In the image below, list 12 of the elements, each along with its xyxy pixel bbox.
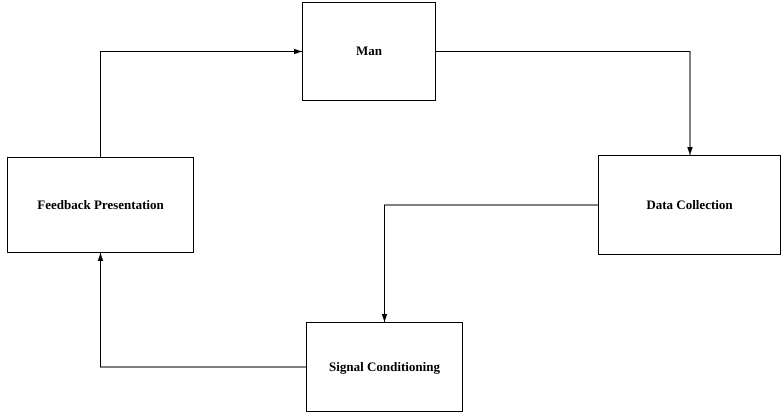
arrow <box>382 204 598 322</box>
box-label: Feedback Presentation <box>37 196 164 214</box>
process-box <box>7 157 194 253</box>
arrow <box>436 51 693 156</box>
arrow <box>100 48 302 158</box>
process-box <box>302 2 436 101</box>
process-box <box>598 155 781 255</box>
box-label: Man <box>356 43 382 60</box>
box-label: Signal Conditioning <box>329 358 440 376</box>
arrow <box>98 252 306 368</box>
box-label: Data Collection <box>646 196 733 214</box>
process-box <box>306 322 463 412</box>
